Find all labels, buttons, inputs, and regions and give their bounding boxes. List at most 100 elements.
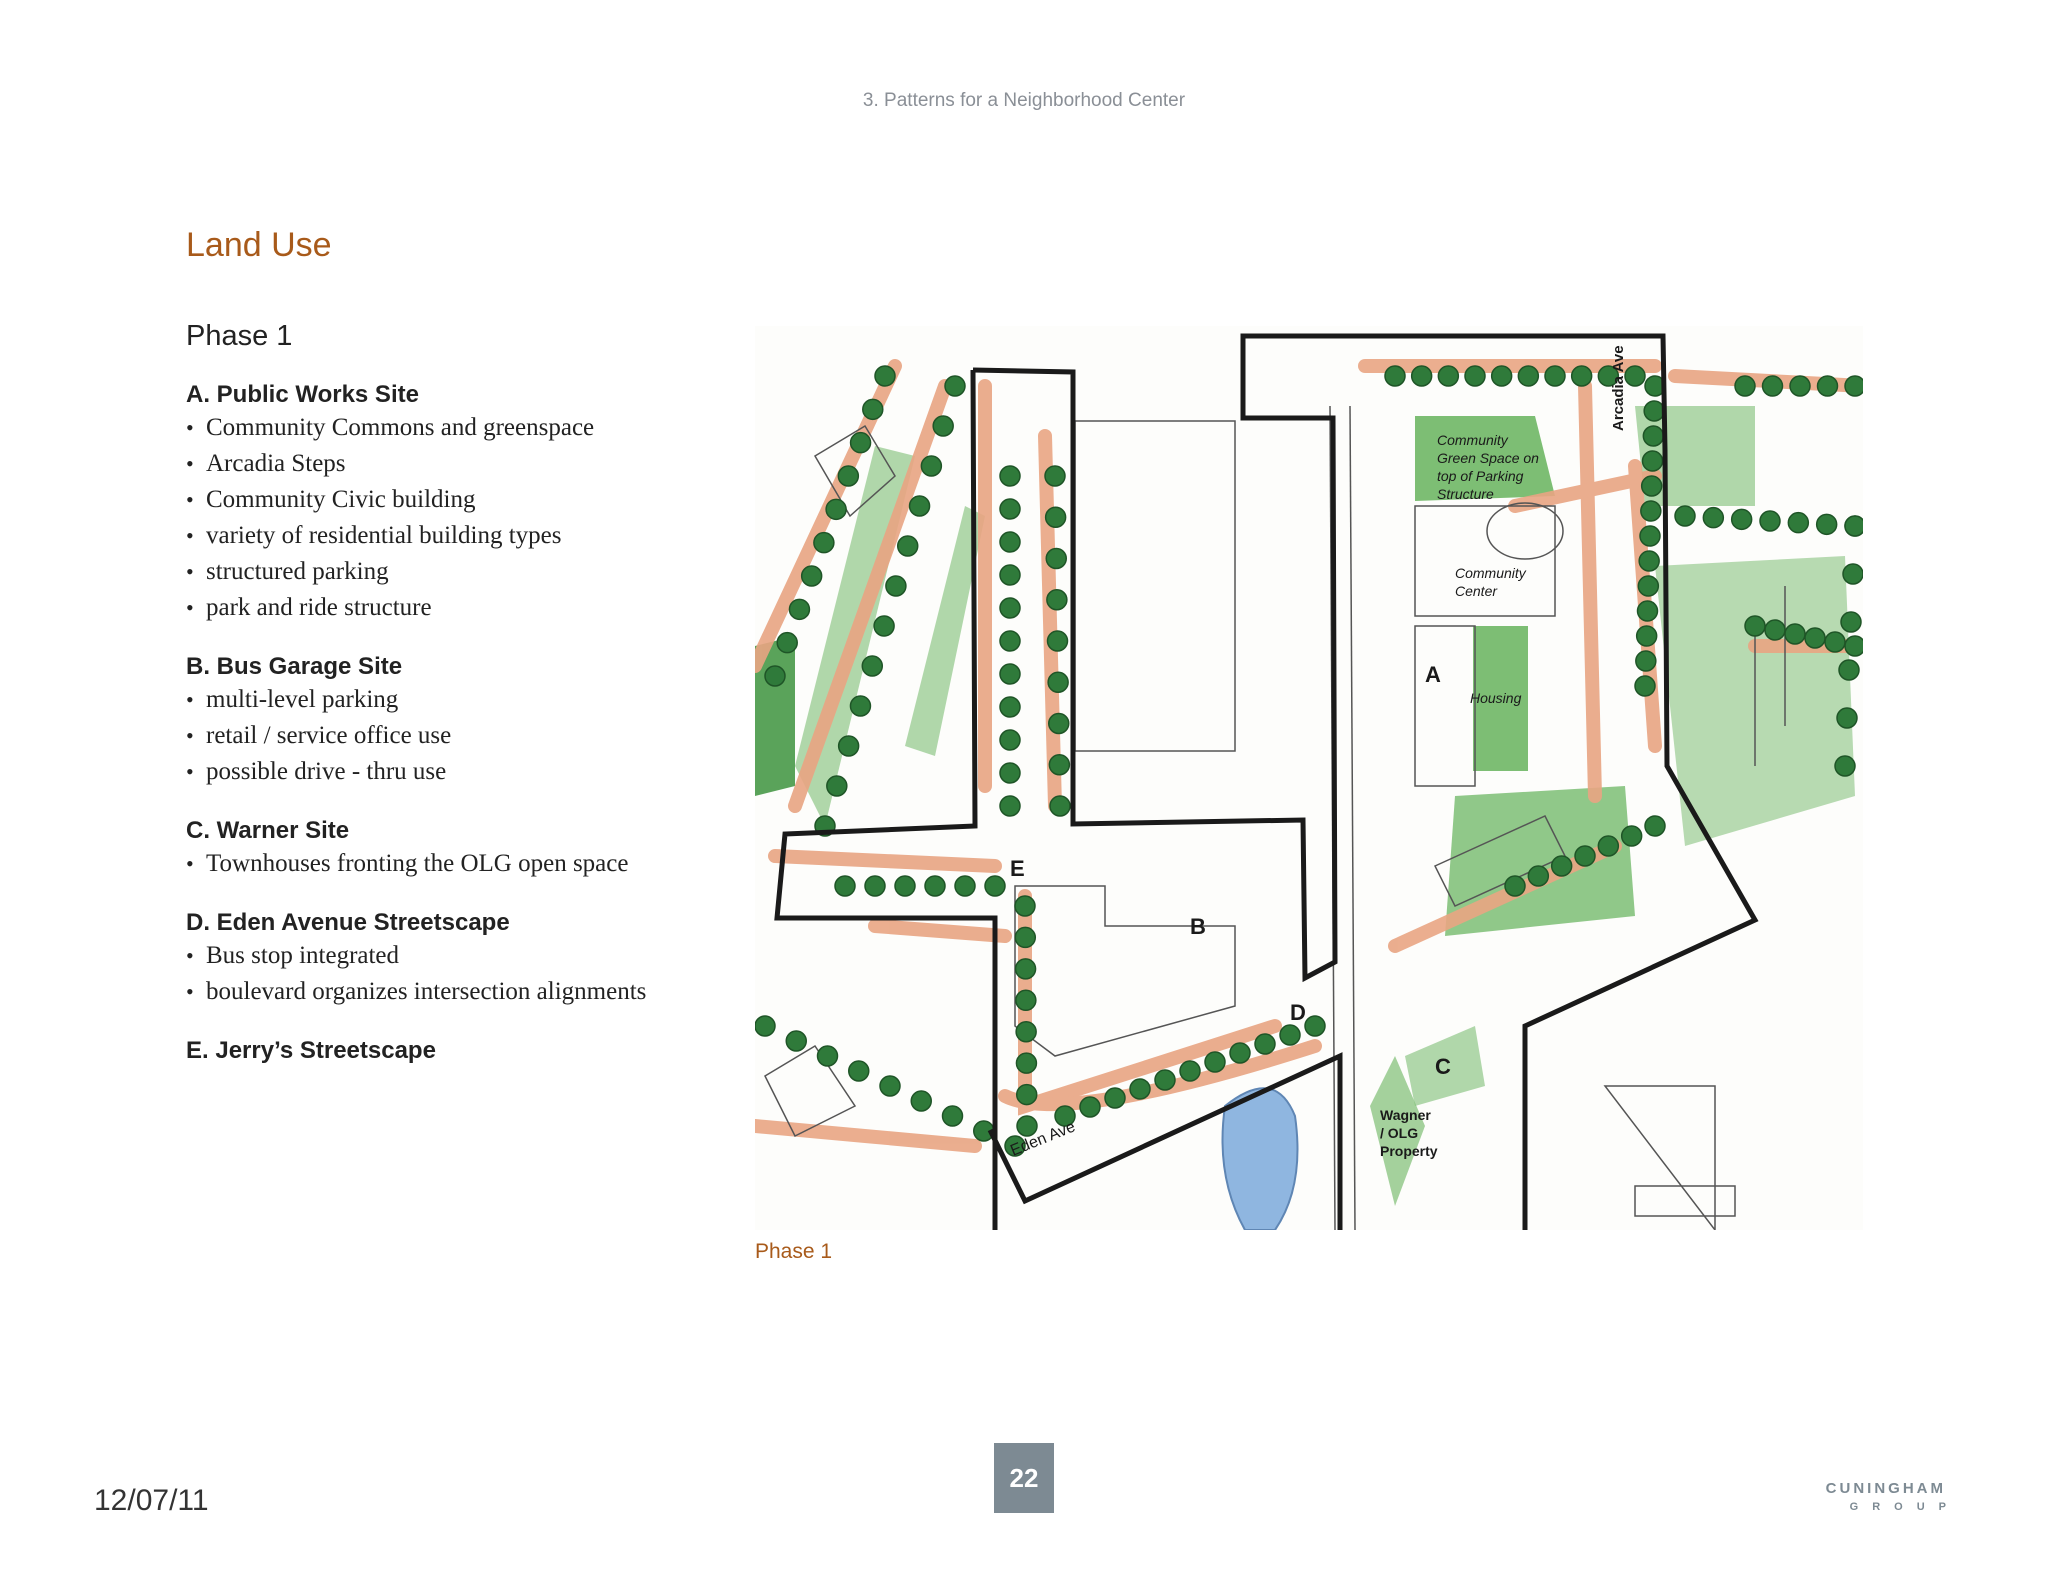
- page-number: 22: [994, 1443, 1054, 1513]
- tree-icon: [1279, 1024, 1301, 1046]
- tree-icon: [984, 875, 1006, 897]
- tree-icon: [1838, 659, 1860, 681]
- phase-boundary-west: [774, 369, 998, 1230]
- tree-icon: [1844, 375, 1866, 397]
- section-title: D. Eden Avenue Streetscape: [186, 909, 510, 936]
- tree-icon: [1674, 505, 1696, 527]
- tree-icon: [1816, 375, 1839, 397]
- section-c: C. Warner Site Townhouses fronting the O…: [186, 816, 706, 882]
- tree-icon: [1702, 506, 1725, 529]
- page-header: 3. Patterns for a Neighborhood Center: [862, 90, 1186, 111]
- tree-icon: [1015, 1020, 1037, 1043]
- tree-icon: [1014, 958, 1037, 980]
- tree-icon: [1079, 1096, 1101, 1118]
- tree-icon: [885, 575, 907, 597]
- tree-icon: [1179, 1060, 1201, 1082]
- tree-icon: [1046, 589, 1068, 611]
- tree-icon: [1517, 365, 1540, 387]
- tree-icon: [894, 875, 916, 897]
- tree-icon: [1410, 365, 1433, 387]
- tree-icon: [1636, 600, 1659, 622]
- logo-line-2: GROUP: [1849, 1501, 1960, 1513]
- tree-icon: [999, 795, 1021, 817]
- tree-icon: [941, 1105, 964, 1127]
- tree-icon: [1229, 1042, 1251, 1064]
- tree-icon: [754, 1015, 776, 1037]
- tree-icon: [873, 615, 895, 637]
- tree-icon: [1574, 845, 1596, 867]
- tree-icon: [1550, 855, 1573, 877]
- community-center-label: Community: [1455, 565, 1527, 581]
- tree-icon: [1840, 611, 1862, 633]
- section-title: E. Jerry’s Streetscape: [186, 1037, 436, 1064]
- tree-icon: [1104, 1087, 1126, 1109]
- section-b: B. Bus Garage Site multi-level parking r…: [186, 652, 706, 790]
- pond: [1221, 1087, 1299, 1231]
- tree-icon: [834, 875, 856, 897]
- tree-icon: [910, 1090, 932, 1112]
- tree-icon: [1384, 365, 1406, 387]
- tree-icon: [1045, 547, 1067, 570]
- trees: [754, 365, 1866, 1157]
- tree-icon: [1004, 1135, 1026, 1157]
- tree-icon: [1640, 500, 1662, 522]
- tree-icon: [932, 415, 954, 437]
- tree-icon: [1635, 650, 1657, 672]
- tree-icon: [999, 597, 1021, 619]
- tree-icon: [1570, 365, 1593, 387]
- tree-icon: [999, 564, 1021, 586]
- tree-icon: [1049, 795, 1071, 817]
- section-title: A. Public Works Site: [186, 381, 419, 408]
- tree-icon: [1844, 515, 1866, 537]
- tree-icon: [1638, 550, 1660, 572]
- tree-icon: [837, 465, 860, 487]
- tree-icon: [1044, 506, 1067, 528]
- tree-icon: [764, 665, 786, 687]
- list-item: possible drive - thru use: [186, 754, 706, 790]
- tree-icon: [1015, 989, 1037, 1012]
- tree-icon: [1834, 755, 1856, 777]
- tree-icon: [826, 775, 848, 797]
- tree-icon: [1764, 619, 1786, 641]
- tree-icon: [1015, 1052, 1038, 1074]
- label-c: C: [1435, 1054, 1451, 1079]
- tree-icon: [999, 696, 1021, 718]
- tree-icon: [1643, 400, 1665, 422]
- document-date: 12/07/11: [94, 1484, 209, 1517]
- phase-boundary: [972, 333, 1759, 1230]
- phase-title: Phase 1: [186, 320, 293, 352]
- list-item: Arcadia Steps: [186, 446, 706, 482]
- tree-icon: [1054, 1105, 1076, 1127]
- tree-icon: [920, 455, 943, 477]
- list-item: retail / service office use: [186, 718, 706, 754]
- tree-icon: [1759, 510, 1781, 532]
- page-title: Land Use: [186, 226, 332, 264]
- tree-icon: [1815, 513, 1838, 536]
- community-center-label: Center: [1455, 583, 1498, 599]
- list-item: park and ride structure: [186, 590, 706, 626]
- tree-icon: [1154, 1069, 1176, 1091]
- tree-icon: [864, 875, 886, 897]
- tree-icon: [1620, 825, 1643, 847]
- arcadia-ave-label: Arcadia Ave: [1610, 345, 1627, 431]
- tree-icon: [1015, 1083, 1038, 1106]
- list-item: structured parking: [186, 554, 706, 590]
- tree-icon: [776, 631, 798, 654]
- tree-icon: [1761, 375, 1784, 397]
- tree-icon: [1789, 375, 1811, 397]
- list-item: boulevard organizes intersection alignme…: [186, 974, 706, 1010]
- tree-icon: [944, 375, 966, 397]
- tree-icon: [1304, 1015, 1326, 1037]
- tree-icon: [1504, 875, 1526, 897]
- phase-boundary-south: [987, 1052, 1343, 1230]
- tree-icon: [1824, 631, 1846, 653]
- section-title: C. Warner Site: [186, 817, 350, 844]
- tree-icon: [924, 875, 946, 897]
- list-item: multi-level parking: [186, 682, 706, 718]
- tree-icon: [1544, 365, 1566, 387]
- tree-icon: [1016, 1115, 1038, 1137]
- tree-icon: [813, 531, 835, 554]
- site-plan-map: A B C D E Arcadia Ave Eden Ave Community…: [748, 326, 1870, 1233]
- tree-icon: [848, 1060, 870, 1082]
- logo-line-1: CUNINGHAM: [1825, 1480, 1946, 1497]
